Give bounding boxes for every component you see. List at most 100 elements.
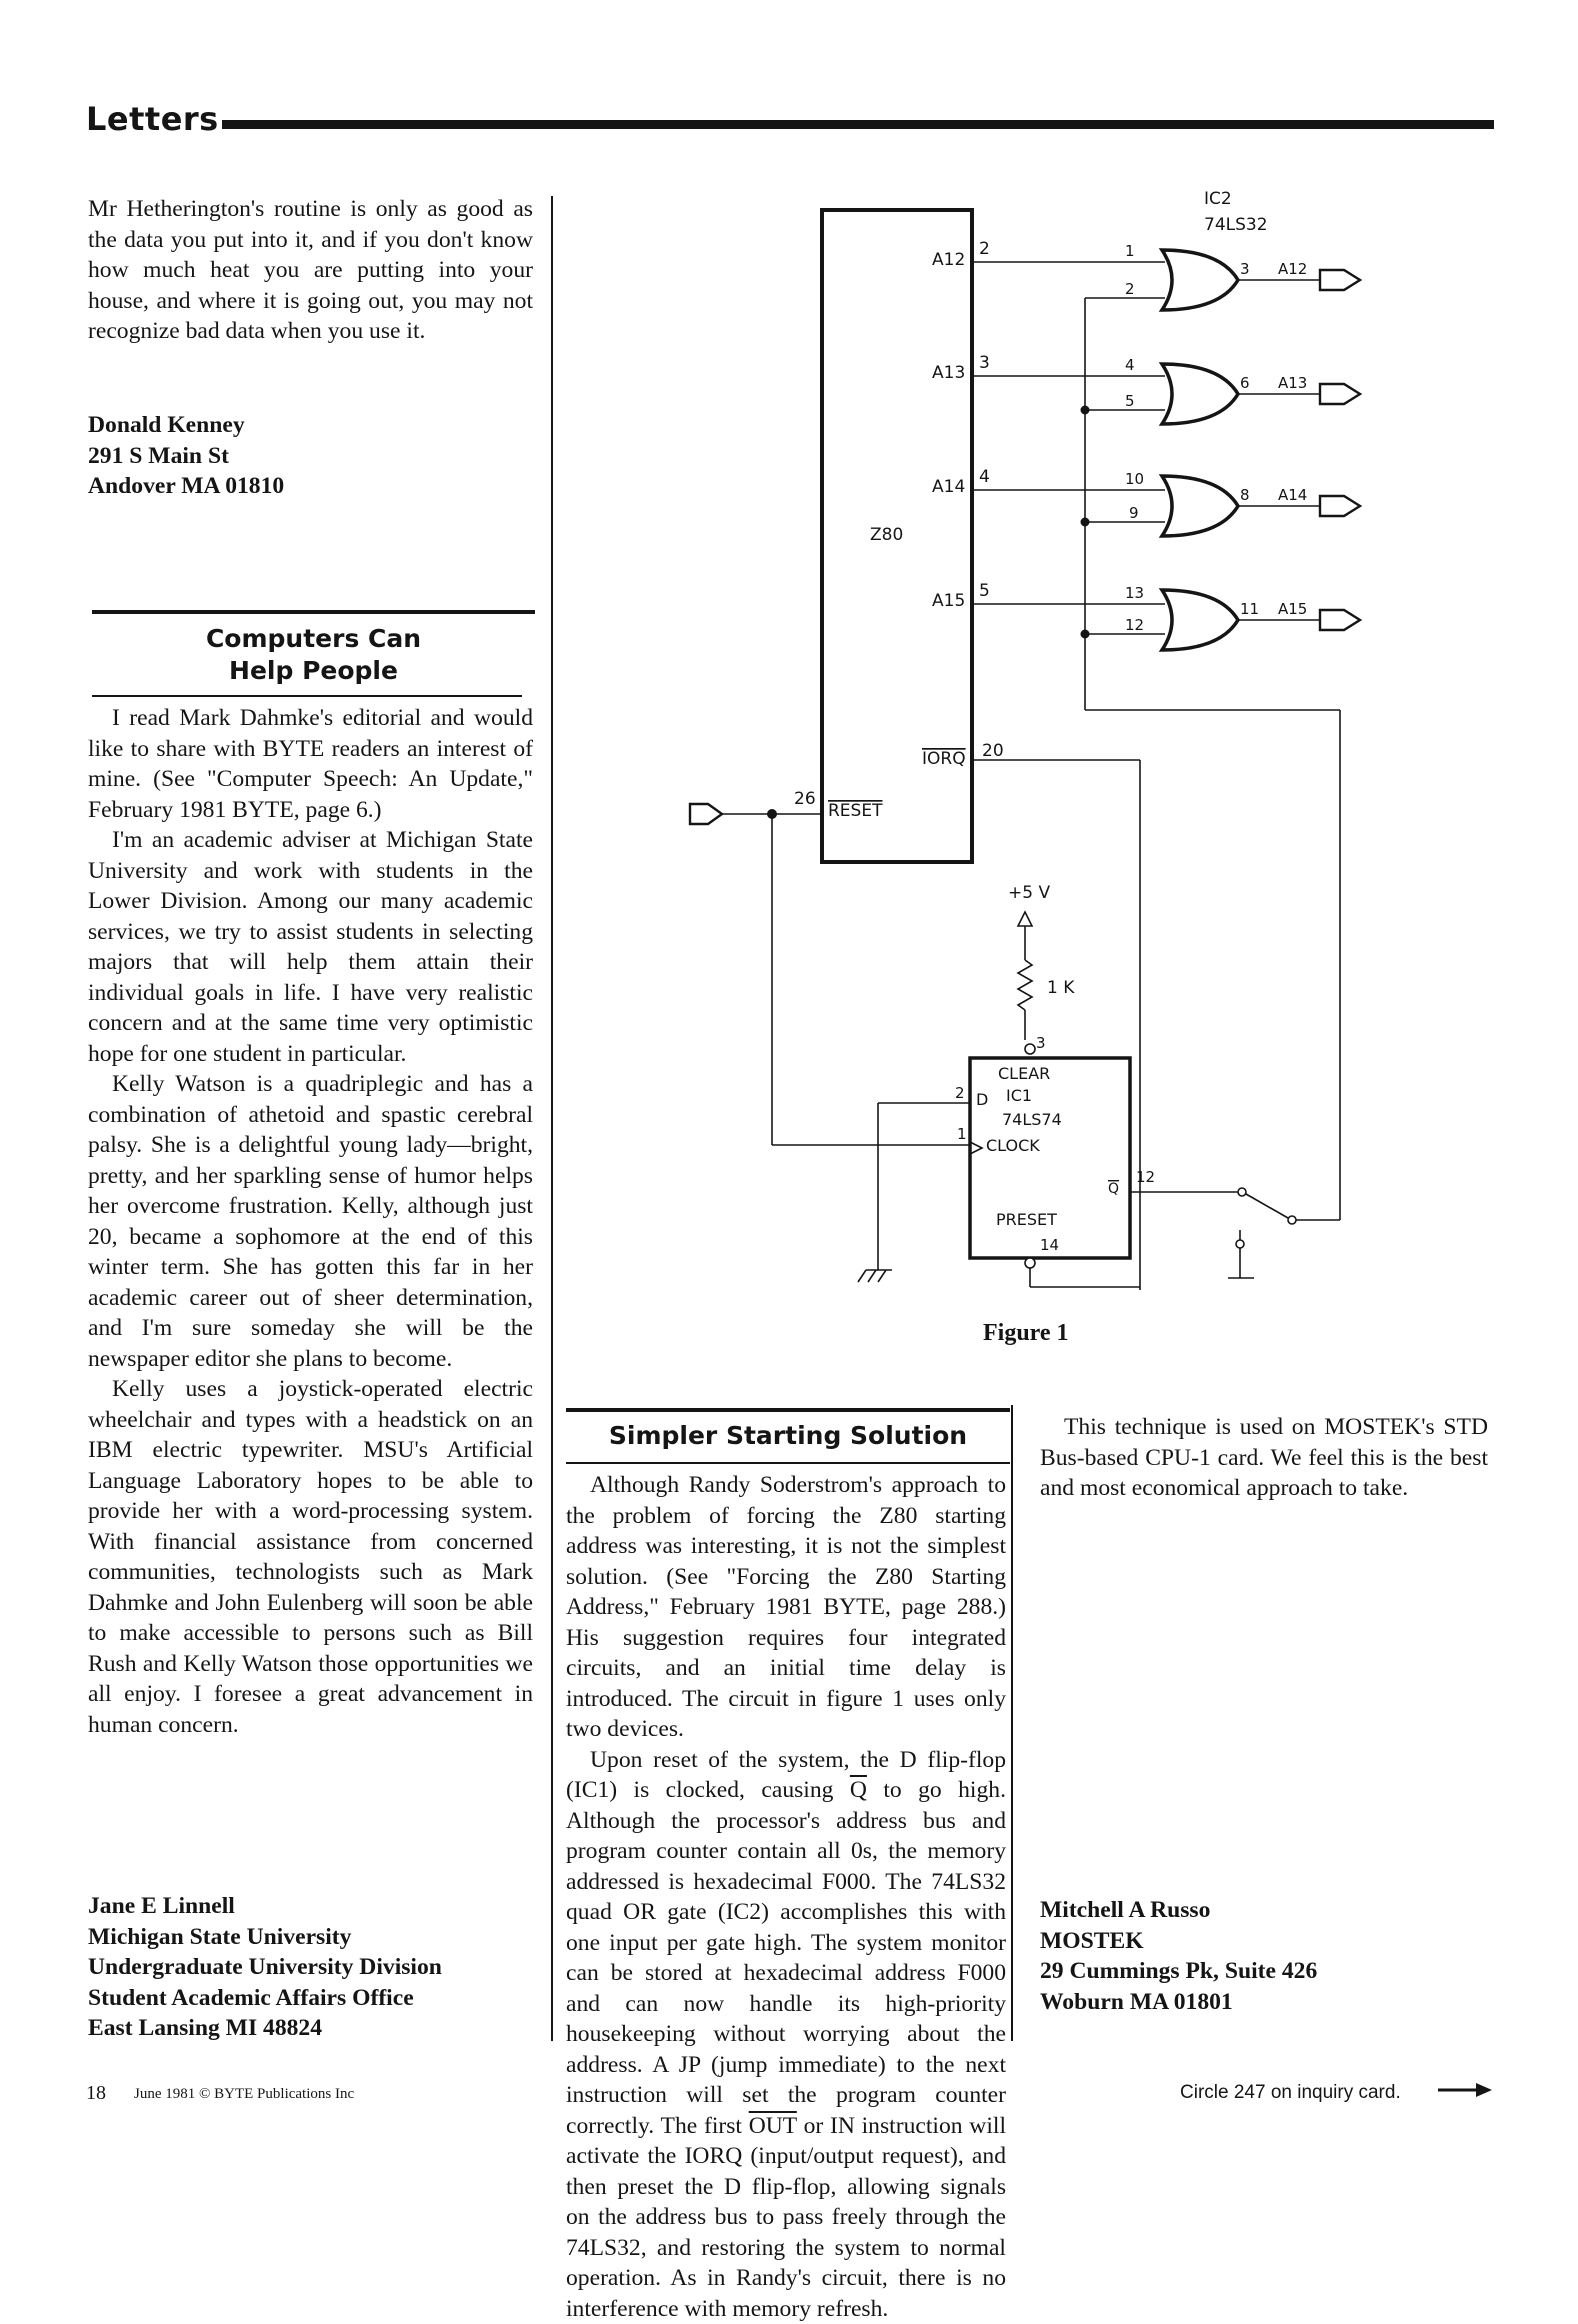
section-rule [566,1408,1010,1412]
letter-body-russo-continued: This technique is used on MOSTEK's STD B… [1040,1412,1488,1504]
signature-address: 291 S Main St [88,441,284,472]
signature-block-russo: Mitchell A Russo MOSTEK 29 Cummings Pk, … [1040,1895,1317,2017]
text-run: or IN instruction will activate the IORQ… [566,2113,1006,2322]
text-run: to go high. Although the processor's add… [566,1777,1006,2139]
gate-pin: 13 [1125,584,1144,602]
gate-pin: 11 [1240,600,1259,618]
pin-number: 20 [982,741,1004,761]
supply-arrow-icon [1018,912,1032,926]
output-connector-icon [1320,496,1360,516]
resistor-label: 1 K [1047,978,1075,998]
signature-name: Mitchell A Russo [1040,1895,1317,1926]
letter-body-linnell: I read Mark Dahmke's editorial and would… [88,703,533,1740]
pin-number: 3 [979,353,990,373]
paragraph: This technique is used on MOSTEK's STD B… [1040,1412,1488,1504]
paragraph: Mr Hetherington's routine is only as goo… [88,194,533,347]
paragraph: Kelly Watson is a quadriplegic and has a… [88,1069,533,1374]
or-gate [1162,250,1238,310]
output-label: A12 [1278,260,1307,278]
pin-number: 2 [979,239,990,259]
letter-title-computers-can-help-people: Computers Can Help People [92,623,535,687]
junction [1081,630,1089,638]
ic2-part: 74LS32 [1204,215,1268,235]
output-connector-icon [1320,270,1360,290]
ic1-d-label: D [976,1090,988,1109]
ic1-part: 74LS74 [1002,1110,1062,1129]
signature-line: MOSTEK [1040,1926,1317,1957]
junction [768,810,777,819]
z80-label: Z80 [870,525,903,545]
page-number: 18 [86,2082,106,2105]
signature-name: Jane E Linnell [88,1891,442,1922]
gate-pin: 12 [1125,616,1144,634]
gate-pin: 3 [1240,260,1250,278]
section-rule [566,1462,1010,1464]
pin-label: A13 [932,363,965,383]
gate-pin: 1 [1125,242,1135,260]
section-rule [92,695,522,697]
signature-line: East Lansing MI 48824 [88,2013,442,2044]
ic1-preset-label: PRESET [996,1210,1057,1229]
paragraph: I'm an academic adviser at Michigan Stat… [88,825,533,1069]
pin-label: A12 [932,250,965,270]
paragraph: Kelly uses a joystick-operated electric … [88,1374,533,1740]
right-arrow-icon [1438,2080,1494,2100]
letter-body-russo: Although Randy Soderstrom's approach to … [566,1470,1006,2324]
signature-block-kenney: Donald Kenney 291 S Main St Andover MA 0… [88,410,284,502]
letter-title-simpler-starting-solution: Simpler Starting Solution [566,1420,1010,1452]
signature-city: Andover MA 01810 [88,471,284,502]
paragraph: Although Randy Soderstrom's approach to … [566,1470,1006,1745]
clock-input-icon [970,1142,982,1154]
pin-number: 12 [1136,1168,1155,1186]
pin-label-reset: RESET [828,801,883,821]
gate-pin: 2 [1125,280,1135,298]
paragraph: Upon reset of the system, the D flip-flo… [566,1745,1006,2324]
pin-number: 1 [957,1125,967,1143]
pin-number: 5 [979,581,990,601]
or-gate [1162,476,1238,536]
ic1-ref: IC1 [1006,1086,1032,1105]
or-gate [1162,590,1238,650]
signature-name: Donald Kenney [88,410,284,441]
pin-number: 26 [794,789,816,809]
column-divider [551,196,553,2041]
gate-pin: 6 [1240,374,1250,392]
supply-label: +5 V [1008,883,1050,903]
ic1-clock-label: CLOCK [986,1136,1040,1155]
signature-line: 29 Cummings Pk, Suite 426 [1040,1956,1317,1987]
junction [1081,406,1089,414]
gate-pin: 8 [1240,486,1250,504]
out-bar-text: OUT [749,2113,797,2139]
ic1-qbar-label: Q [1108,1181,1119,1197]
figure-1-schematic: Z80 A12 A13 A14 A15 IORQ RESET 2 3 4 5 2… [660,170,1380,1290]
gate-pin: 9 [1129,504,1139,522]
pin-number: 14 [1040,1236,1059,1254]
output-label: A13 [1278,374,1307,392]
pin-number: 4 [979,467,990,487]
ic1-clear-label: CLEAR [998,1064,1050,1083]
gate-pin: 10 [1125,470,1144,488]
signature-line: Student Academic Affairs Office [88,1983,442,2014]
or-gate [1162,364,1238,424]
figure-caption: Figure 1 [983,1320,1069,1347]
title-line: Help People [92,655,535,687]
section-rule [92,610,535,614]
output-connector-icon [1320,384,1360,404]
signature-line: Michigan State University [88,1922,442,1953]
inquiry-note: Circle 247 on inquiry card. [1180,2082,1401,2104]
gate-pin: 4 [1125,356,1135,374]
junction [1081,518,1089,526]
title-line: Computers Can [92,623,535,655]
pin-label: A14 [932,477,965,497]
letter-continuation: Mr Hetherington's routine is only as goo… [88,194,533,347]
pin-label-iorq: IORQ [922,749,966,769]
publication-line: June 1981 © BYTE Publications Inc [134,2086,354,2103]
paragraph: I read Mark Dahmke's editorial and would… [88,703,533,825]
signature-line: Woburn MA 01801 [1040,1987,1317,2018]
resistor-icon [1018,960,1032,1010]
signature-block-linnell: Jane E Linnell Michigan State University… [88,1891,442,2044]
reset-input-icon [690,804,722,824]
column-divider [1011,1405,1013,2041]
pin-label: A15 [932,591,965,611]
output-label: A14 [1278,486,1307,504]
